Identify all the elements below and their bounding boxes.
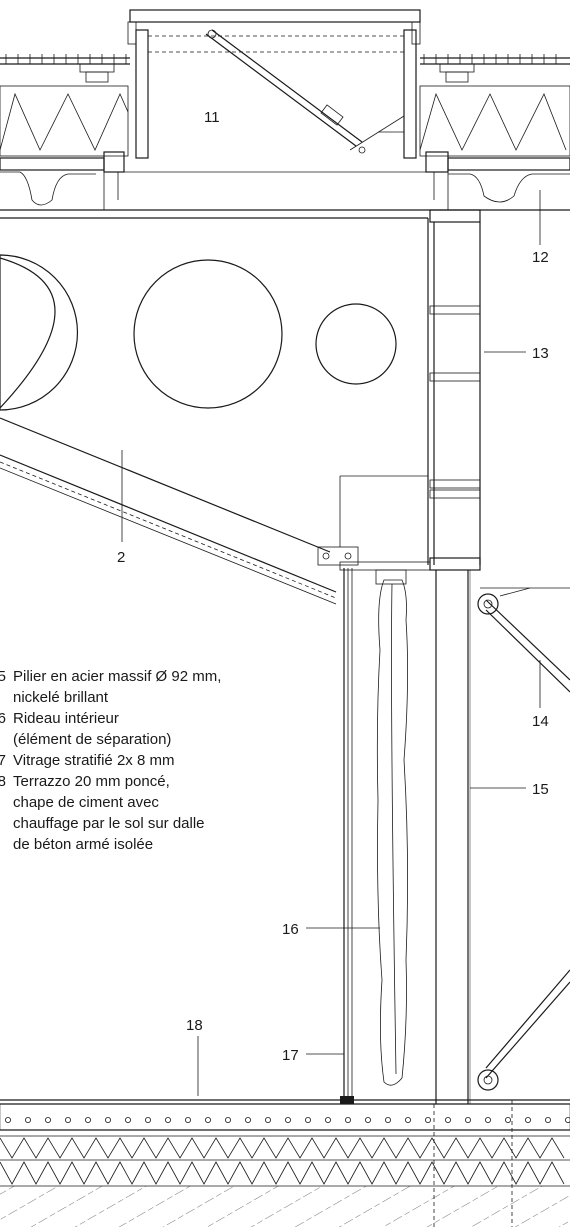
heating-pipe-icon: [224, 1117, 231, 1124]
heating-pipe-icon: [5, 1117, 11, 1124]
heating-pipe-icon: [284, 1117, 291, 1124]
legend-line: chauffage par le sol sur dalle: [13, 815, 205, 832]
legend-line: Terrazzo 20 mm poncé,: [13, 773, 170, 790]
heating-pipe-icon: [344, 1117, 351, 1124]
heating-pipe-icon: [565, 1117, 570, 1123]
legend-line: Vitrage stratifié 2x 8 mm: [13, 752, 175, 769]
legend-line: (élément de séparation): [13, 731, 172, 748]
label-11: 11: [204, 109, 220, 126]
legend-num: 5: [0, 668, 6, 685]
heating-pipe-icon: [444, 1117, 451, 1124]
heating-pipe-icon: [24, 1117, 31, 1124]
heating-pipe-icon: [484, 1117, 491, 1124]
heating-pipe-icon: [464, 1117, 471, 1124]
legend-num: 6: [0, 710, 6, 727]
legend-item-5: 5 Pilier en acier massif Ø 92 mm, nickel…: [0, 666, 300, 708]
label-14: 14: [532, 713, 549, 730]
heating-pipe-icon: [125, 1117, 132, 1124]
sloped-canopy: [0, 417, 428, 605]
heating-pipe-icon: [65, 1117, 72, 1124]
legend-line: Rideau intérieur: [13, 710, 119, 727]
heating-pipe-icon: [244, 1117, 251, 1124]
label-15: 15: [532, 781, 549, 798]
label-2: 2: [117, 549, 125, 566]
label-13: 13: [532, 345, 549, 362]
legend-line: Pilier en acier massif Ø 92 mm,: [13, 668, 222, 685]
legend-item-7: 7 Vitrage stratifié 2x 8 mm: [0, 750, 300, 771]
heating-pipe-icon: [404, 1117, 411, 1124]
heating-pipe-icon: [85, 1117, 92, 1124]
column-section: [339, 209, 570, 589]
heating-pipe-icon: [424, 1117, 431, 1124]
label-18: 18: [186, 1017, 203, 1034]
heating-pipe-icon: [545, 1117, 552, 1124]
heating-pipe-icon: [105, 1117, 112, 1124]
legend-item-8: 8 Terrazzo 20 mm poncé, chape de ciment …: [0, 771, 300, 855]
heating-pipe-icon: [45, 1117, 52, 1124]
label-16: 16: [282, 921, 299, 938]
legend-num: 8: [0, 773, 6, 790]
heating-pipe-icon: [184, 1117, 191, 1124]
roof-structure: [0, 9, 570, 219]
leader-lines: [121, 190, 541, 1096]
heating-pipe-icon: [504, 1117, 511, 1124]
heating-pipe-icon: [264, 1117, 271, 1124]
legend-line: chape de ciment avec: [13, 794, 159, 811]
heating-pipe-icon: [324, 1117, 331, 1124]
floor-build-up: [0, 1099, 570, 1227]
heating-pipe-icon: [525, 1117, 532, 1124]
legend-line: nickelé brillant: [13, 689, 109, 706]
label-17: 17: [282, 1047, 299, 1064]
facade-glazing-and-curtain: [340, 568, 570, 1104]
heating-pipe-icon: [144, 1117, 151, 1124]
heating-pipe-icon: [364, 1117, 371, 1124]
heating-pipe-icon: [164, 1117, 171, 1124]
heating-pipe-icon: [204, 1117, 211, 1124]
heating-pipe-icon: [304, 1117, 311, 1124]
legend-line: de béton armé isolée: [13, 836, 154, 853]
heating-pipe-icon: [384, 1117, 391, 1124]
label-12: 12: [532, 249, 549, 266]
legend-item-6: 6 Rideau intérieur (élément de séparatio…: [0, 708, 300, 750]
perforated-steel-beam: [0, 218, 429, 565]
heating-pipes: [5, 1117, 570, 1124]
legend-num: 7: [0, 752, 6, 769]
legend: 5 Pilier en acier massif Ø 92 mm, nickel…: [0, 666, 300, 855]
